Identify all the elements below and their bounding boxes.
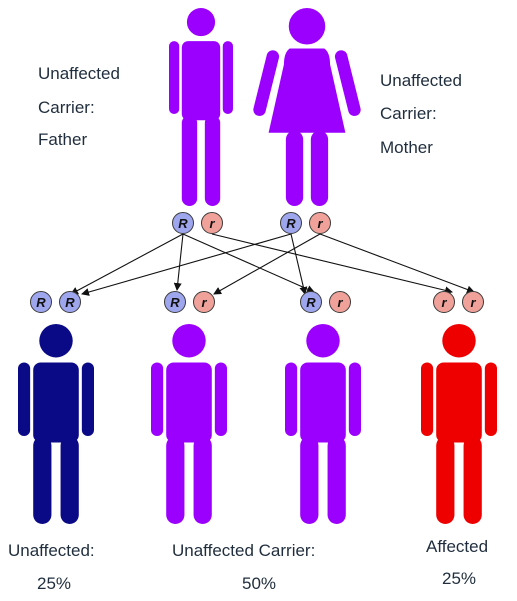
child-4-figure (421, 324, 497, 524)
mother-label-line-2: Carrier: (380, 104, 437, 123)
child-3-allele-1: R (300, 291, 322, 313)
child-2-allele-2: r (193, 291, 215, 313)
child-4-allele-2: r (462, 291, 484, 313)
inheritance-arrow (81, 233, 292, 296)
inheritance-arrows (70, 233, 475, 296)
outcome-affected-percent: 25% (442, 569, 477, 588)
outcome-carrier-percent: 50% (242, 574, 277, 593)
outcome-unaffected-percent: 25% (37, 574, 72, 593)
mother-allele-1: R (280, 212, 302, 234)
outcome-unaffected-label: Unaffected: (8, 541, 95, 560)
inheritance-arrow (70, 233, 184, 295)
mother-figure (253, 8, 361, 206)
people-figures (18, 8, 497, 524)
father-allele-1: R (172, 212, 194, 234)
child-1-figure (18, 324, 94, 524)
child-2-figure (151, 324, 227, 524)
mother-label-line-1: Unaffected (380, 71, 462, 90)
mother-label-line-3: Mother (380, 138, 433, 157)
inheritance-arrow (173, 233, 184, 291)
outcome-carrier-label: Unaffected Carrier: (172, 541, 316, 560)
inheritance-arrow (182, 233, 315, 293)
child-3-figure (285, 324, 361, 524)
father-figure (169, 8, 233, 206)
inheritance-arrow (213, 233, 321, 295)
inheritance-arrow (319, 233, 475, 294)
mother-allele-2: r (309, 212, 331, 234)
child-2-allele-1: R (164, 291, 186, 313)
child-1-allele-1: R (30, 291, 52, 313)
outcome-affected-label: Affected (426, 537, 489, 556)
inheritance-arrow (290, 233, 308, 295)
father-label-line-1: Unaffected (38, 64, 120, 83)
father-label-line-3: Father (38, 130, 88, 149)
father-label-line-2: Carrier: (38, 98, 95, 117)
child-1-allele-2: R (59, 291, 81, 313)
father-allele-2: r (201, 212, 223, 234)
child-4-allele-1: r (433, 291, 455, 313)
child-3-allele-2: r (329, 291, 351, 313)
inheritance-arrow (211, 233, 453, 295)
